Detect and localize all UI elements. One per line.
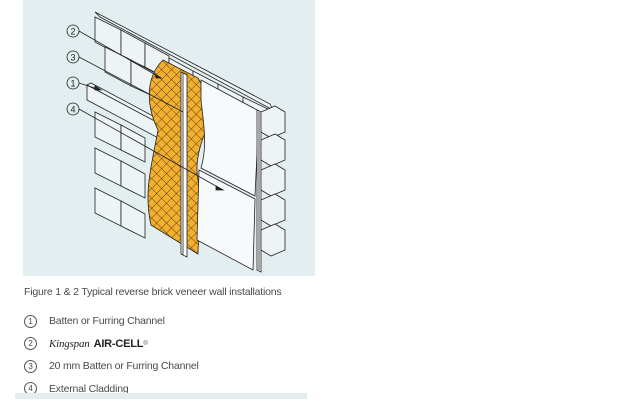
callout-markers: 2 3 1 4	[66, 24, 80, 116]
svg-text:3: 3	[70, 53, 75, 63]
legend-text: 20 mm Batten or Furring Channel	[49, 360, 199, 373]
number-2-icon: 2	[24, 337, 37, 351]
legend-item-2: 2 Kingspan AIR-CELL ®	[24, 333, 199, 356]
figure-panel: 2 3 1 4	[23, 0, 315, 276]
legend-text: External Cladding	[49, 382, 129, 395]
number-1-icon: 1	[24, 314, 37, 328]
callout-1-icon: 1	[66, 76, 80, 90]
legend-item-4: 4 External Cladding	[24, 378, 199, 401]
figure-caption: Figure 1 & 2 Typical reverse brick venee…	[24, 286, 282, 298]
svg-text:4: 4	[70, 105, 75, 115]
callout-4-icon: 4	[66, 102, 80, 116]
callout-3-icon: 3	[66, 50, 80, 64]
product-name: AIR-CELL	[93, 337, 144, 350]
bottom-divider	[15, 393, 307, 399]
legend-item-1: 1 Batten or Furring Channel	[24, 310, 199, 333]
wall-section-diagram: 2 3 1 4	[66, 11, 286, 273]
brand-name: Kingspan	[49, 337, 90, 350]
number-3-icon: 3	[24, 359, 37, 373]
callout-2-icon: 2	[66, 24, 80, 38]
registered-mark: ®	[143, 340, 148, 347]
svg-text:1: 1	[70, 79, 75, 89]
legend-list: 1 Batten or Furring Channel 2 Kingspan A…	[24, 310, 199, 400]
legend-text: Batten or Furring Channel	[49, 315, 165, 328]
svg-text:2: 2	[70, 27, 75, 37]
legend-item-3: 3 20 mm Batten or Furring Channel	[24, 355, 199, 378]
